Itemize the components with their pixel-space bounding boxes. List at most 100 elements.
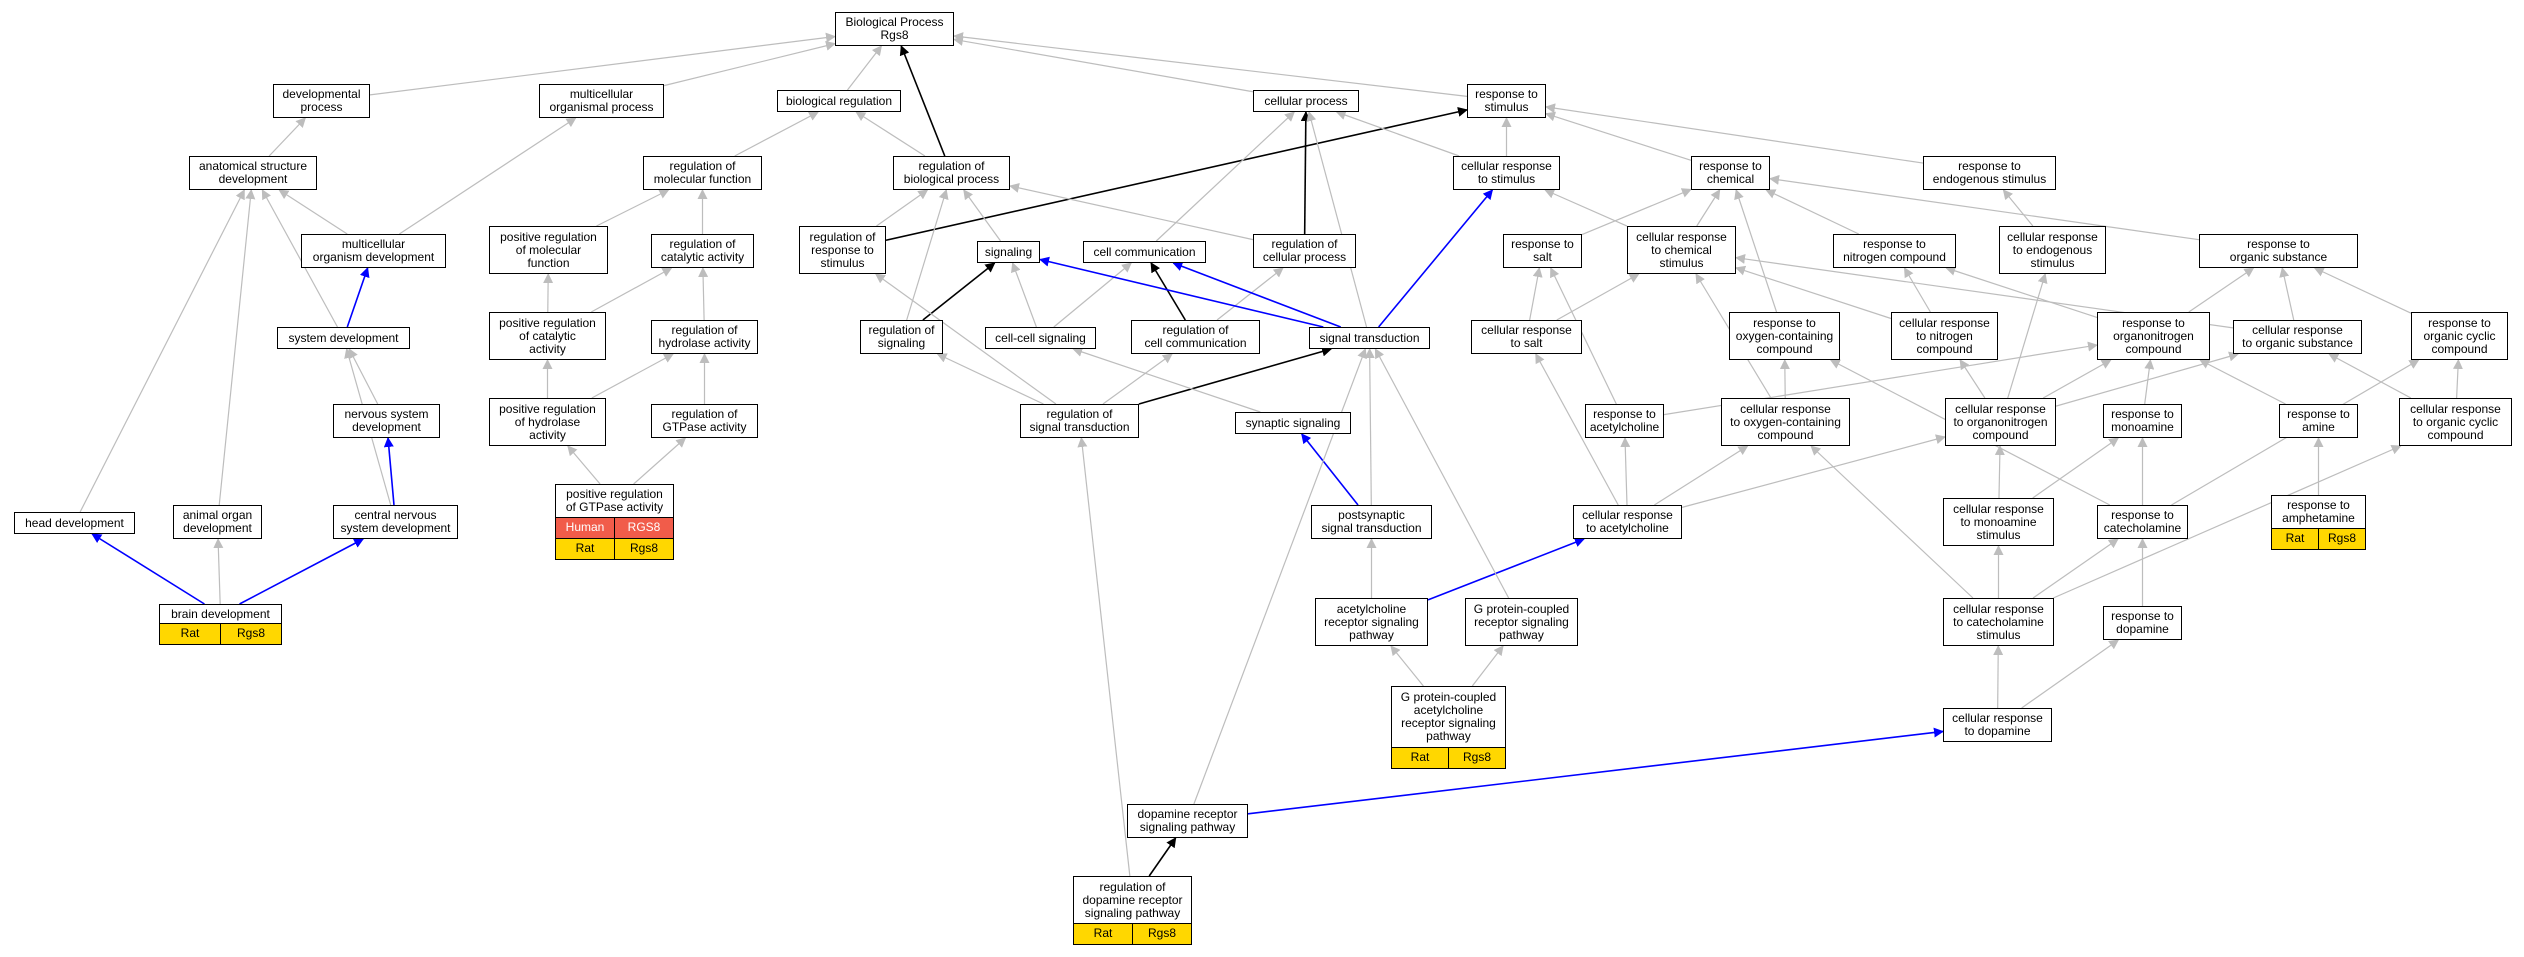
go-term-response-to-amine[interactable]: response to amine [2279, 404, 2358, 438]
go-term-response-to-catecholamine[interactable]: response to catecholamine [2097, 505, 2188, 539]
go-term-regulation-of-hydrolase-activity[interactable]: regulation of hydrolase activity [651, 320, 758, 354]
go-term-signal-transduction[interactable]: signal transduction [1309, 327, 1430, 349]
go-term-cellular-response-to-monoamine-stimulus[interactable]: cellular response to monoamine stimulus [1943, 498, 2054, 546]
edge-gray [1471, 645, 1504, 687]
go-term-head-development[interactable]: head development [14, 512, 135, 534]
go-term-regulation-of-response-to-stimulus[interactable]: regulation of response to stimulus [799, 226, 886, 274]
go-term-cell-cell-signaling[interactable]: cell-cell signaling [985, 327, 1096, 349]
go-term-cellular-response-to-organic-cyclic-compound[interactable]: cellular response to organic cyclic comp… [2399, 398, 2512, 446]
edge-gray [1556, 273, 1640, 321]
go-term-regulation-of-signaling[interactable]: regulation of signaling [860, 320, 943, 354]
go-term-positive-regulation-of-catalytic-activity[interactable]: positive regulation of catalytic activit… [489, 312, 606, 360]
annotation-species: Rat [1074, 924, 1133, 944]
go-term-regulation-of-dopamine-receptor-signaling-pathway[interactable]: regulation of dopamine receptor signalin… [1073, 876, 1192, 924]
edge-gray [953, 36, 1254, 93]
go-term-response-to-nitrogen-compound[interactable]: response to nitrogen compound [1833, 234, 1956, 268]
edge-gray [1545, 111, 1692, 161]
go-term-cellular-response-to-oxygen-containing-compound[interactable]: cellular response to oxygen-containing c… [1721, 398, 1850, 446]
go-term-response-to-endogenous-stimulus[interactable]: response to endogenous stimulus [1923, 156, 2056, 190]
go-term-signaling[interactable]: signaling [977, 241, 1040, 263]
edge-gray [1364, 348, 1375, 506]
go-term-biological-regulation[interactable]: biological regulation [777, 90, 901, 112]
edge-gray [1544, 189, 1628, 227]
go-term-central-nervous-system-development[interactable]: central nervous system development [333, 505, 458, 539]
annotation-gene: Rgs8 [221, 624, 281, 644]
go-term-cellular-response-to-organonitrogen-compound[interactable]: cellular response to organonitrogen comp… [1945, 398, 2056, 446]
go-term-brain-development[interactable]: brain development [159, 604, 282, 624]
go-term-synaptic-signaling[interactable]: synaptic signaling [1235, 412, 1351, 434]
go-term-positive-regulation-of-gtpase-activity[interactable]: positive regulation of GTPase activity [555, 484, 674, 518]
annotation-species: Human [556, 518, 615, 538]
go-term-regulation-of-cell-communication[interactable]: regulation of cell communication [1131, 320, 1260, 354]
edge-gray [348, 348, 379, 405]
go-term-cellular-response-to-dopamine[interactable]: cellular response to dopamine [1943, 708, 2052, 742]
go-term-cellular-response-to-stimulus[interactable]: cellular response to stimulus [1453, 156, 1560, 190]
go-term-regulation-of-molecular-function[interactable]: regulation of molecular function [643, 156, 762, 190]
edge-gray [218, 189, 256, 506]
edge-blue [346, 267, 370, 328]
edge-gray [1903, 267, 1931, 313]
go-term-dopamine-receptor-signaling-pathway[interactable]: dopamine receptor signaling pathway [1127, 804, 1248, 838]
go-term-response-to-chemical[interactable]: response to chemical [1691, 156, 1770, 190]
go-term-response-to-salt[interactable]: response to salt [1503, 234, 1582, 268]
go-term-response-to-stimulus[interactable]: response to stimulus [1467, 84, 1546, 118]
go-term-cell-communication[interactable]: cell communication [1083, 241, 1206, 263]
edge-gray [663, 40, 836, 87]
go-term-cellular-process[interactable]: cellular process [1253, 90, 1359, 112]
go-term-nervous-system-development[interactable]: nervous system development [333, 404, 440, 438]
go-term-response-to-monoamine[interactable]: response to monoamine [2103, 404, 2182, 438]
edge-gray [633, 437, 687, 485]
annotation-species: Rat [556, 539, 615, 559]
go-term-regulation-of-gtpase-activity[interactable]: regulation of GTPase activity [651, 404, 758, 438]
go-term-system-development[interactable]: system development [277, 327, 410, 349]
edge-gray [1535, 353, 1619, 506]
go-term-cellular-response-to-acetylcholine[interactable]: cellular response to acetylcholine [1573, 505, 1682, 539]
go-term-regulation-of-catalytic-activity[interactable]: regulation of catalytic activity [651, 234, 754, 268]
edge-gray [1654, 445, 1749, 506]
go-term-cellular-response-to-salt[interactable]: cellular response to salt [1471, 320, 1582, 354]
go-term-regulation-of-signal-transduction[interactable]: regulation of signal transduction [1020, 404, 1139, 438]
edge-gray [2055, 351, 2240, 407]
go-term-response-to-acetylcholine[interactable]: response to acetylcholine [1585, 404, 1664, 438]
edge-blue [1378, 189, 1494, 328]
go-term-animal-organ-development[interactable]: animal organ development [173, 505, 262, 539]
go-term-response-to-amphetamine[interactable]: response to amphetamine [2271, 495, 2366, 529]
go-term-g-protein-coupled-receptor-signaling-pathway[interactable]: G protein-coupled receptor signaling pat… [1465, 598, 1578, 646]
edge-black [922, 262, 996, 321]
edge-gray [1696, 189, 1721, 227]
edge-gray [2053, 445, 2402, 599]
go-term-cellular-response-to-chemical-stimulus[interactable]: cellular response to chemical stimulus [1627, 226, 1736, 274]
go-term-response-to-organic-substance[interactable]: response to organic substance [2199, 234, 2358, 268]
go-term-response-to-organonitrogen-compound[interactable]: response to organonitrogen compound [2097, 312, 2210, 360]
edge-blue [1427, 537, 1585, 601]
go-term-cellular-response-to-nitrogen-compound[interactable]: cellular response to nitrogen compound [1891, 312, 1998, 360]
go-term-acetylcholine-receptor-signaling-pathway[interactable]: acetylcholine receptor signaling pathway [1315, 598, 1428, 646]
go-term-g-protein-coupled-acetylcholine-receptor-signaling-pathway[interactable]: G protein-coupled acetylcholine receptor… [1391, 686, 1506, 748]
go-term-response-to-organic-cyclic-compound[interactable]: response to organic cyclic compound [2411, 312, 2508, 360]
edge-gray [591, 353, 674, 399]
go-term-cellular-response-to-endogenous-stimulus[interactable]: cellular response to endogenous stimulus [1999, 226, 2106, 274]
go-term-regulation-of-cellular-process[interactable]: regulation of cellular process [1253, 234, 1356, 268]
annotation-species: Rat [1392, 748, 1449, 768]
go-term-response-to-dopamine[interactable]: response to dopamine [2103, 606, 2182, 640]
annotation-gene: Rgs8 [1449, 748, 1505, 768]
go-term-root[interactable]: Biological Process Rgs8 [835, 12, 954, 46]
go-term-multicellular-organism-development[interactable]: multicellular organism development [301, 234, 446, 268]
annotation-species: Rat [160, 624, 221, 644]
edge-gray [1374, 348, 1510, 599]
go-term-positive-regulation-of-molecular-function[interactable]: positive regulation of molecular functio… [489, 226, 608, 274]
edge-gray [1545, 103, 1924, 164]
go-term-cellular-response-to-catecholamine-stimulus[interactable]: cellular response to catecholamine stimu… [1943, 598, 2054, 646]
edge-gray [1155, 111, 1295, 242]
go-term-positive-regulation-of-hydrolase-activity[interactable]: positive regulation of hydrolase activit… [489, 398, 606, 446]
go-term-developmental-process[interactable]: developmental process [273, 84, 370, 118]
annotation-gene: RGS8 [615, 518, 673, 538]
go-term-regulation-of-biological-process[interactable]: regulation of biological process [893, 156, 1010, 190]
go-term-cellular-response-to-organic-substance[interactable]: cellular response to organic substance [2233, 320, 2362, 354]
go-term-anatomical-structure-development[interactable]: anatomical structure development [189, 156, 317, 190]
go-term-multicellular-organismal-process[interactable]: multicellular organismal process [539, 84, 664, 118]
go-term-response-to-oxygen-containing-compound[interactable]: response to oxygen-containing compound [1729, 312, 1840, 360]
go-term-postsynaptic-signal-transduction[interactable]: postsynaptic signal transduction [1311, 505, 1432, 539]
